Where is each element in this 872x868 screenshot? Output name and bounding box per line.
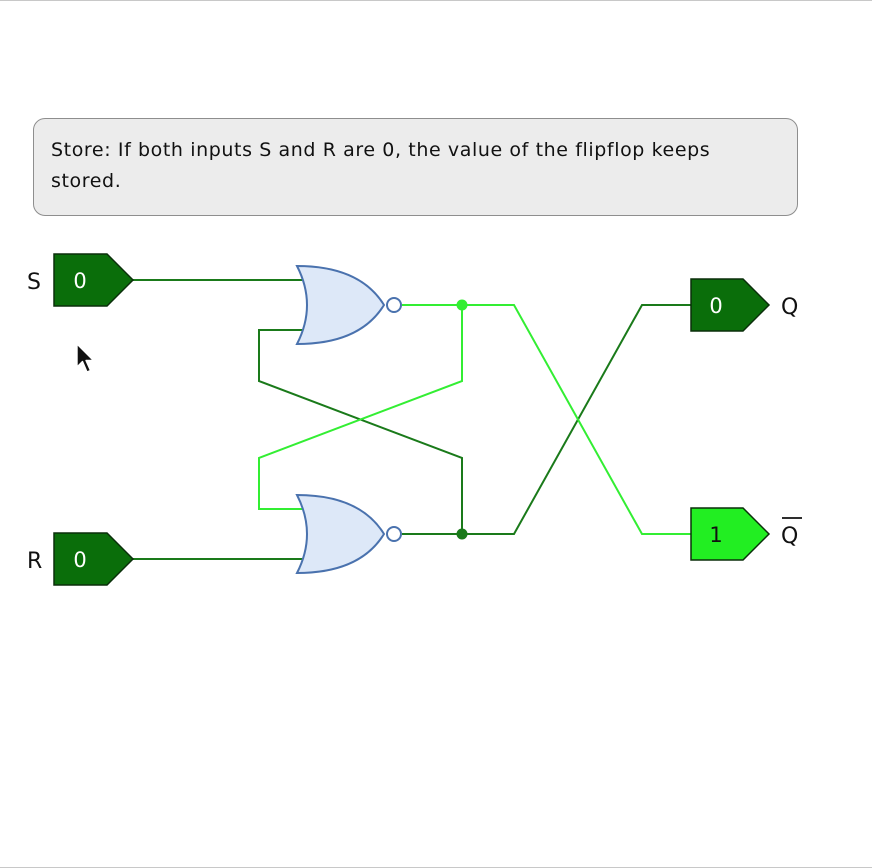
mouse-cursor-icon — [76, 343, 95, 373]
junction-high — [456, 299, 468, 311]
description-text: Store: If both inputs S and R are 0, the… — [51, 139, 711, 192]
input-s-value: 0 — [73, 269, 86, 293]
output-q-value: 0 — [709, 294, 722, 318]
wires-low — [132, 279, 692, 560]
input-r-value: 0 — [73, 548, 86, 572]
wire-qbar-out — [402, 304, 692, 535]
output-qbar-label: Q — [781, 524, 798, 549]
wire-q-out — [402, 304, 692, 535]
input-s-label: S — [27, 270, 41, 295]
output-pin-qbar: 1 — [690, 507, 771, 561]
output-qbar-value: 1 — [709, 523, 722, 547]
wire-feedback-low — [258, 329, 463, 534]
input-pin-r[interactable]: 0 — [53, 532, 135, 586]
junction-low — [456, 528, 468, 540]
inverter-bubble — [386, 297, 402, 313]
description-note: Store: If both inputs S and R are 0, the… — [33, 118, 798, 216]
input-pin-s[interactable]: 0 — [53, 253, 135, 307]
inverter-bubble — [386, 526, 402, 542]
wire-feedback-high — [258, 305, 463, 510]
input-r-label: R — [27, 549, 42, 574]
output-q-label: Q — [781, 295, 798, 320]
nor-gate-bottom[interactable] — [295, 493, 402, 575]
output-pin-q: 0 — [690, 278, 771, 332]
nor-gate-top[interactable] — [295, 264, 402, 346]
